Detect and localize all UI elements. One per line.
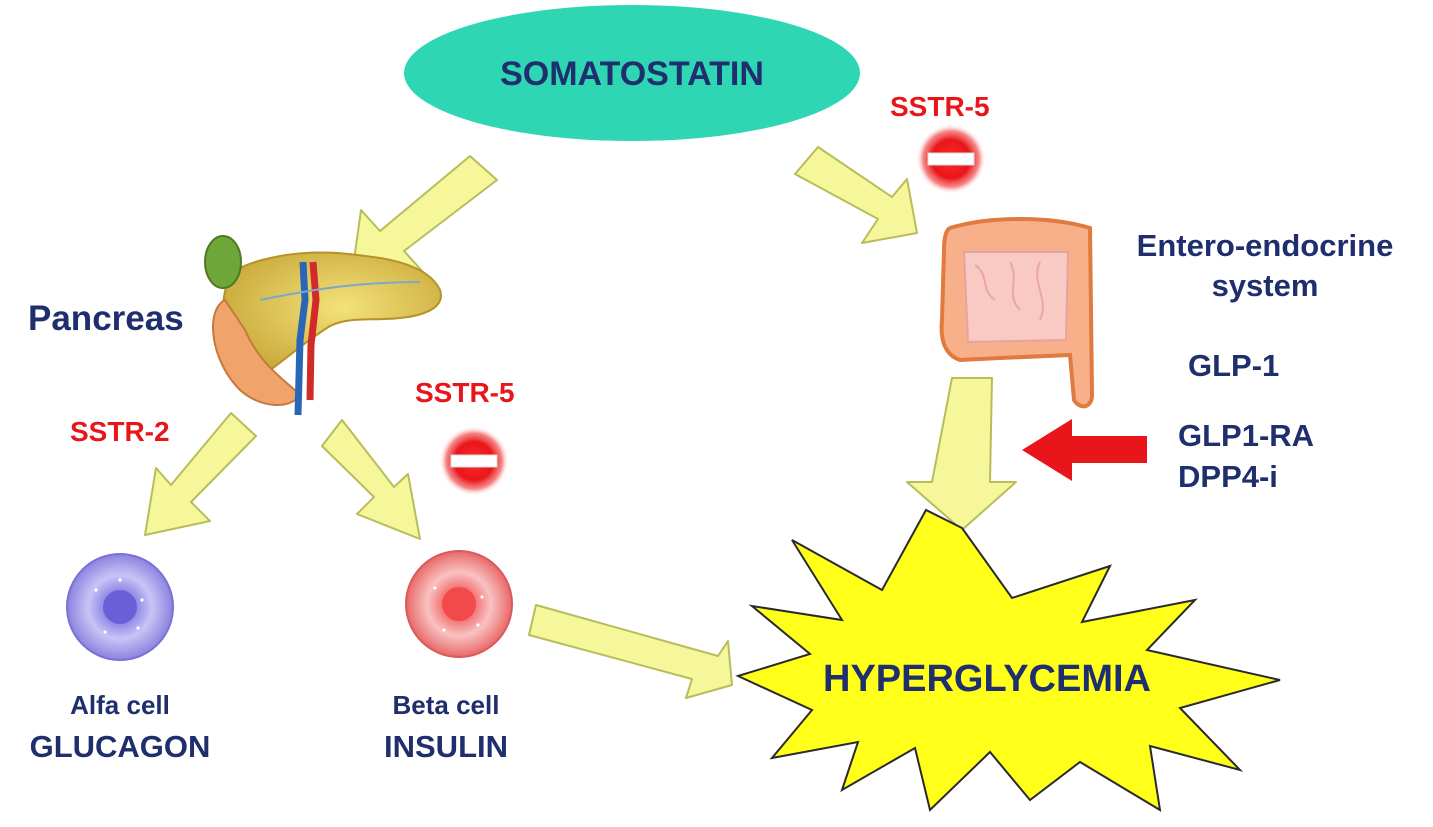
entero-label-line2: system xyxy=(1212,268,1319,303)
somatostatin-node: SOMATOSTATIN xyxy=(404,5,860,141)
dpp4i-label: DPP4-i xyxy=(1178,459,1278,494)
sstr5-beta-label: SSTR-5 xyxy=(415,377,515,408)
arrow-gut-to-hyperglycemia xyxy=(906,377,1017,531)
sstr2-label: SSTR-2 xyxy=(70,416,170,447)
sstr5-gut-label: SSTR-5 xyxy=(890,91,990,122)
hyperglycemia-node: HYPERGLYCEMIA xyxy=(735,508,1281,812)
drug-arrow xyxy=(1022,419,1147,481)
hyperglycemia-label: HYPERGLYCEMIA xyxy=(823,658,1151,700)
arrow-beta-to-hyperglycemia xyxy=(528,604,733,699)
pancreas-label: Pancreas xyxy=(28,299,184,338)
arrow-pancreas-to-beta xyxy=(321,419,421,540)
beta-cell-label: Beta cell xyxy=(393,690,500,720)
glucagon-label: GLUCAGON xyxy=(30,729,211,764)
glp1-label: GLP-1 xyxy=(1188,348,1279,383)
insulin-label: INSULIN xyxy=(384,729,508,764)
beta-cell-icon xyxy=(405,550,513,658)
somatostatin-label: SOMATOSTATIN xyxy=(500,55,764,93)
entero-label-line1: Entero-endocrine xyxy=(1137,228,1394,263)
alfa-cell-label: Alfa cell xyxy=(70,690,170,720)
pancreas-icon xyxy=(204,235,442,416)
arrow-pancreas-to-alfa xyxy=(144,412,257,536)
glp1ra-label: GLP1-RA xyxy=(1178,418,1314,453)
intestine-icon xyxy=(939,217,1095,409)
arrow-somatostatin-to-gut xyxy=(794,146,918,244)
no-entry-icon xyxy=(916,124,986,194)
no-entry-icon xyxy=(439,426,509,496)
alfa-cell-icon xyxy=(66,553,174,661)
